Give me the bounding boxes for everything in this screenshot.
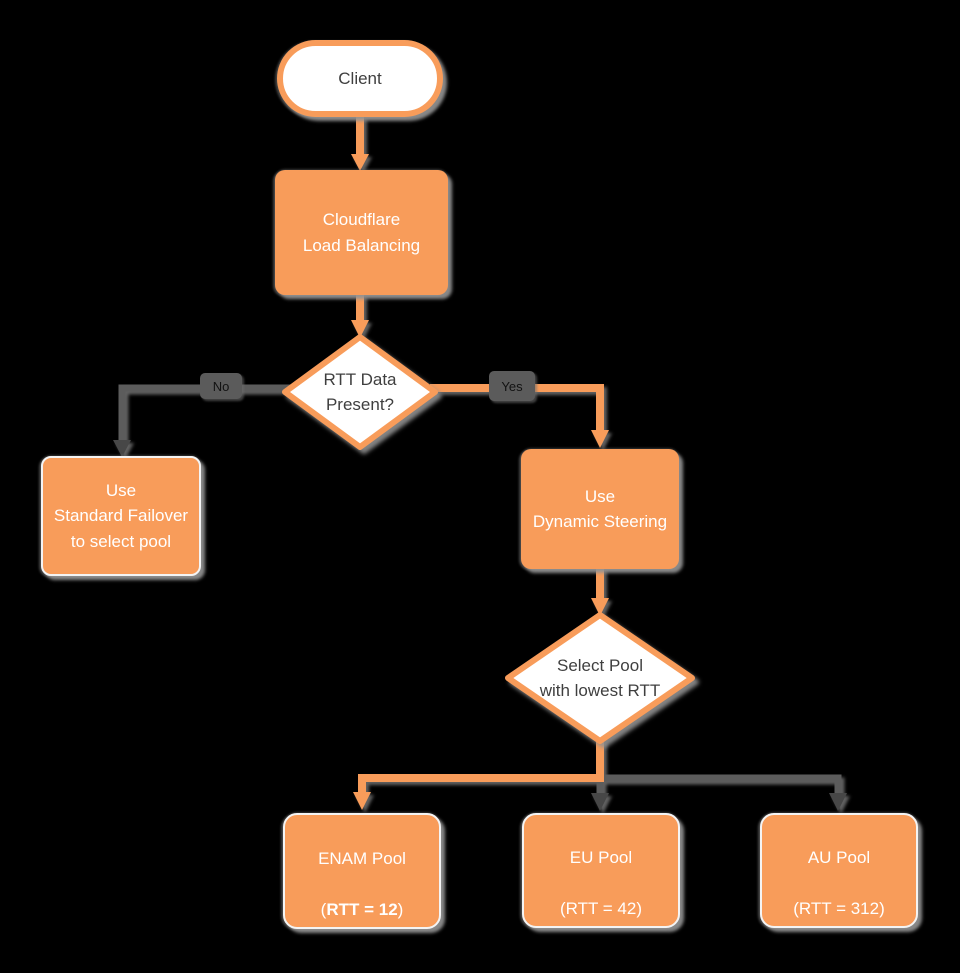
edge-label-yes: Yes bbox=[489, 371, 535, 401]
edge-pool-decision-to-eu bbox=[591, 778, 609, 811]
au-pool-label: AU Pool (RTT = 312) bbox=[793, 820, 885, 922]
rtt-decision-label: RTT Data Present? bbox=[323, 369, 397, 415]
dynamic-steering-node: Use Dynamic Steering bbox=[521, 449, 679, 569]
standard-failover-label: Use Standard Failover to select pool bbox=[53, 480, 189, 551]
dynamic-steering-label: Use Dynamic Steering bbox=[532, 486, 668, 532]
enam-pool-node: ENAM Pool (RTT = 12) bbox=[283, 813, 441, 929]
arrowhead-down-icon bbox=[591, 598, 609, 616]
enam-rtt-open: ( bbox=[320, 899, 327, 919]
edge-label-no: No bbox=[200, 373, 242, 399]
arrowhead-down-icon bbox=[829, 793, 847, 811]
arrowhead-down-icon bbox=[351, 154, 369, 171]
load-balancer-label: Cloudflare Load Balancing bbox=[302, 210, 421, 255]
enam-pool-name: ENAM Pool bbox=[318, 848, 406, 868]
rtt-decision-diamond bbox=[282, 334, 438, 450]
eu-pool-name: EU Pool bbox=[569, 848, 633, 867]
eu-pool-node: EU Pool (RTT = 42) bbox=[522, 813, 680, 928]
edge-pool-decision-to-au bbox=[600, 774, 847, 811]
edge-load-balancer-to-rtt-decision bbox=[351, 294, 369, 338]
load-balancer-node: Cloudflare Load Balancing bbox=[275, 170, 448, 295]
eu-pool-label: EU Pool (RTT = 42) bbox=[560, 820, 642, 922]
arrowhead-down-icon bbox=[113, 440, 131, 457]
client-node: Client bbox=[277, 40, 443, 117]
enam-rtt-close: ) bbox=[397, 899, 404, 919]
arrowhead-down-icon bbox=[353, 792, 371, 810]
enam-pool-label: ENAM Pool (RTT = 12) bbox=[318, 820, 406, 922]
standard-failover-node: Use Standard Failover to select pool bbox=[41, 456, 201, 576]
au-pool-name: AU Pool bbox=[807, 848, 871, 867]
au-pool-node: AU Pool (RTT = 312) bbox=[760, 813, 918, 928]
edge-pool-decision-to-enam bbox=[353, 740, 604, 810]
arrowhead-down-icon bbox=[591, 793, 609, 811]
edge-client-to-load-balancer bbox=[351, 116, 369, 171]
edge-yes-to-dynamic-steering bbox=[430, 384, 609, 448]
enam-rtt-value: RTT = 12 bbox=[326, 899, 398, 919]
au-pool-rtt: (RTT = 312) bbox=[793, 899, 885, 918]
arrowhead-down-icon bbox=[591, 430, 609, 448]
arrowhead-down-icon bbox=[351, 320, 369, 338]
edge-dynamic-steering-to-pool-decision bbox=[591, 568, 609, 616]
pool-decision-diamond bbox=[505, 612, 695, 744]
eu-pool-rtt: (RTT = 42) bbox=[559, 899, 643, 918]
client-label: Client bbox=[338, 68, 382, 88]
pool-decision-label: Select Pool with lowest RTT bbox=[539, 655, 661, 701]
